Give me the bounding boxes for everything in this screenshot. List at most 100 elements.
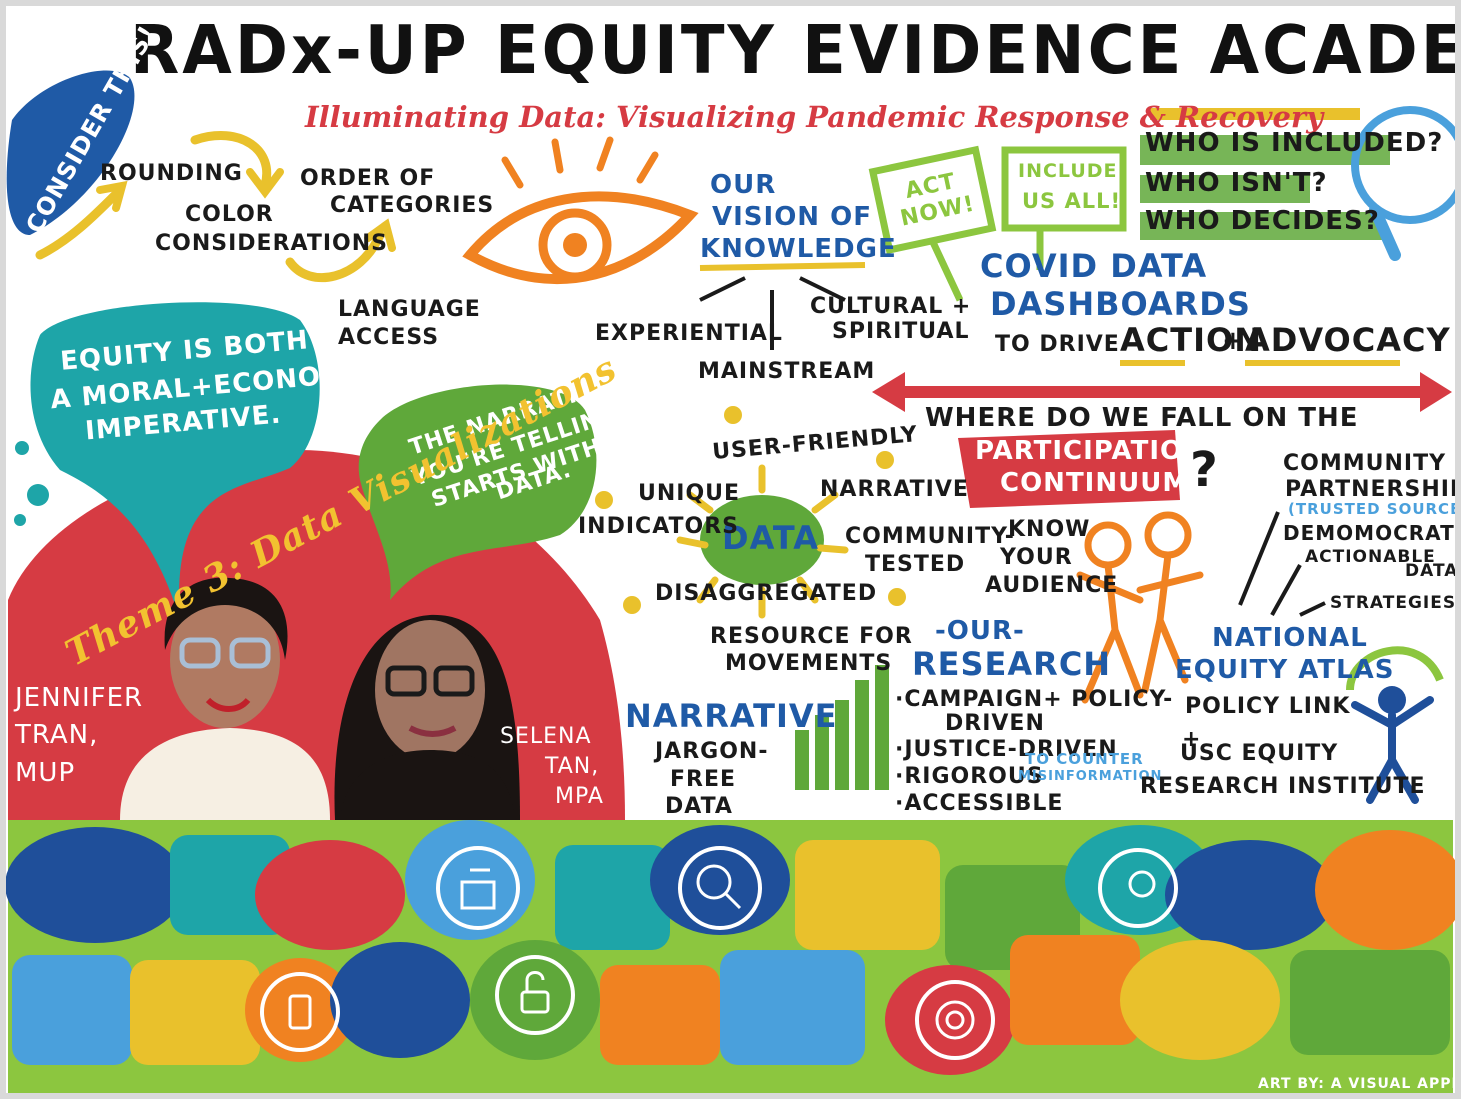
yellow-arrow-2 xyxy=(190,131,272,190)
question-3: WHO DECIDES? xyxy=(1145,206,1380,236)
jennifer-portrait xyxy=(120,577,330,820)
community-line-2: PARTNERSHIPS xyxy=(1285,477,1461,502)
participation-question: WHERE DO WE FALL ON THE xyxy=(925,403,1359,433)
atlas-line-1: NATIONAL xyxy=(1212,623,1368,653)
language-label: LANGUAGE xyxy=(338,297,481,322)
trusted-sources: (TRUSTED SOURCES) xyxy=(1288,500,1461,518)
color-label: COLOR xyxy=(185,202,274,227)
unlock-icon xyxy=(495,955,575,1035)
mainstream-label: MAINSTREAM xyxy=(698,359,876,384)
free-label: FREE xyxy=(670,767,737,792)
color-considerations-label: CONSIDERATIONS xyxy=(155,231,388,256)
vision-heading-2: VISION OF xyxy=(712,202,872,232)
question-1: WHO IS INCLUDED? xyxy=(1145,128,1444,158)
participation-banner-1: PARTICIPATION xyxy=(975,436,1206,466)
phone-social-icon xyxy=(260,972,340,1052)
usc-line-1: USC EQUITY xyxy=(1180,741,1339,766)
indicators-label: INDICATORS xyxy=(578,514,740,539)
page-title: RADx-UP EQUITY EVIDENCE ACADEMY xyxy=(130,12,1461,90)
stick-figures xyxy=(1076,511,1204,704)
rounding-label: ROUNDING xyxy=(100,161,243,186)
head-globe-icon xyxy=(1098,848,1178,928)
covid-advocacy: ADVOCACY! xyxy=(1245,321,1461,359)
participation-qmark: ? xyxy=(1190,442,1219,498)
policy-link: POLICY LINK xyxy=(1185,694,1351,719)
narrative-heading: NARRATIVE xyxy=(625,697,838,735)
narrative-bubble-shape xyxy=(358,384,597,600)
jennifer-name-1: JENNIFER xyxy=(15,683,144,713)
community-tested-label-2: TESTED xyxy=(865,552,966,577)
atlas-person xyxy=(1346,646,1444,804)
act-now-sign xyxy=(868,145,997,302)
continuum-arrow xyxy=(872,372,1452,412)
spiritual-label: SPIRITUAL xyxy=(832,319,970,344)
unique-label: UNIQUE xyxy=(638,481,741,506)
selena-portrait xyxy=(334,614,520,820)
data-label: DATA xyxy=(665,794,733,819)
equity-bubble-shape xyxy=(30,302,320,620)
know-label-1: KNOW xyxy=(1008,517,1091,542)
yellow-arrow-3 xyxy=(285,230,385,282)
research-item-2: ·JUSTICE-DRIVEN xyxy=(895,737,1118,762)
data-center-label: DATA xyxy=(722,519,819,557)
magnifier-chart-icon xyxy=(678,846,762,930)
demo-line-3: DATA xyxy=(1405,561,1459,581)
research-bars xyxy=(795,665,889,790)
community-tested-label-1: COMMUNITY- xyxy=(845,524,1015,549)
atlas-line-2: EQUITY ATLAS xyxy=(1175,655,1395,685)
yellow-arrow-1 xyxy=(35,190,120,260)
categories-label: CATEGORIES xyxy=(330,193,495,218)
eye-drawing xyxy=(462,136,699,285)
bubble-band xyxy=(5,820,1461,1093)
cultural-label: CULTURAL + xyxy=(810,294,972,319)
order-label: ORDER OF xyxy=(300,166,436,191)
covid-action: ACTION xyxy=(1120,321,1262,359)
include-us-sign xyxy=(1001,146,1127,270)
access-label: ACCESS xyxy=(338,325,440,350)
art-credit: ART BY: A VISUAL APPROACH xyxy=(1258,1076,1461,1092)
covid-plus: + xyxy=(1222,326,1245,356)
vision-heading-1: OUR xyxy=(710,170,777,200)
ballot-box-icon xyxy=(436,846,520,930)
demo-line-2: ACTIONABLE xyxy=(1305,547,1436,567)
include-line-2: US ALL! xyxy=(1022,189,1122,213)
know-label-2: YOUR xyxy=(1000,545,1073,570)
resource-label-1: RESOURCE FOR xyxy=(710,624,913,649)
selena-name-1: SELENA xyxy=(500,724,592,749)
jennifer-name-3: MUP xyxy=(15,758,76,788)
jennifer-name-2: TRAN, xyxy=(15,720,99,750)
covid-line-2: DASHBOARDS xyxy=(990,285,1251,323)
include-line-1: INCLUDE xyxy=(1018,160,1118,182)
research-note-1: TO COUNTER xyxy=(1025,750,1144,768)
selena-name-2: TAN, xyxy=(545,754,600,779)
subtitle: Illuminating Data: Visualizing Pandemic … xyxy=(305,100,1324,134)
question-2: WHO ISN'T? xyxy=(1145,168,1328,198)
community-line-1: COMMUNITY xyxy=(1283,451,1447,476)
research-heading-1: -OUR- xyxy=(935,616,1025,646)
covid-to-drive: TO DRIVE xyxy=(995,332,1120,357)
strategies-label: STRATEGIES xyxy=(1330,593,1457,613)
jargon-label: JARGON- xyxy=(655,739,769,764)
consider-badge-shape xyxy=(6,70,135,235)
selena-name-3: MPA xyxy=(555,784,604,809)
participation-banner xyxy=(958,430,1180,508)
target-icon xyxy=(915,980,995,1060)
experiential-label: EXPERIENTIAL xyxy=(595,321,783,346)
data-burst xyxy=(595,406,906,619)
research-item-1: ·CAMPAIGN+ POLICY- xyxy=(895,687,1174,712)
disaggregated-label: DISAGGREGATED xyxy=(655,581,878,606)
narrative-label: NARRATIVE xyxy=(820,477,969,502)
research-note-2: MISINFORMATION xyxy=(1018,769,1163,784)
resource-label-2: MOVEMENTS xyxy=(725,651,893,676)
plus-label: + xyxy=(1182,727,1202,752)
research-item-4: ·ACCESSIBLE xyxy=(895,791,1064,816)
research-item-3: ·RIGOROUS xyxy=(895,764,1044,789)
magnifier-drawing xyxy=(1351,106,1461,261)
usc-line-2: RESEARCH INSTITUTE xyxy=(1140,774,1426,799)
research-item-1b: DRIVEN xyxy=(945,711,1045,736)
vision-heading-3: KNOWLEDGE xyxy=(700,234,897,264)
covid-line-1: COVID DATA xyxy=(980,247,1208,285)
demo-line-1: DEMOMOCRATIZED, xyxy=(1283,521,1461,545)
